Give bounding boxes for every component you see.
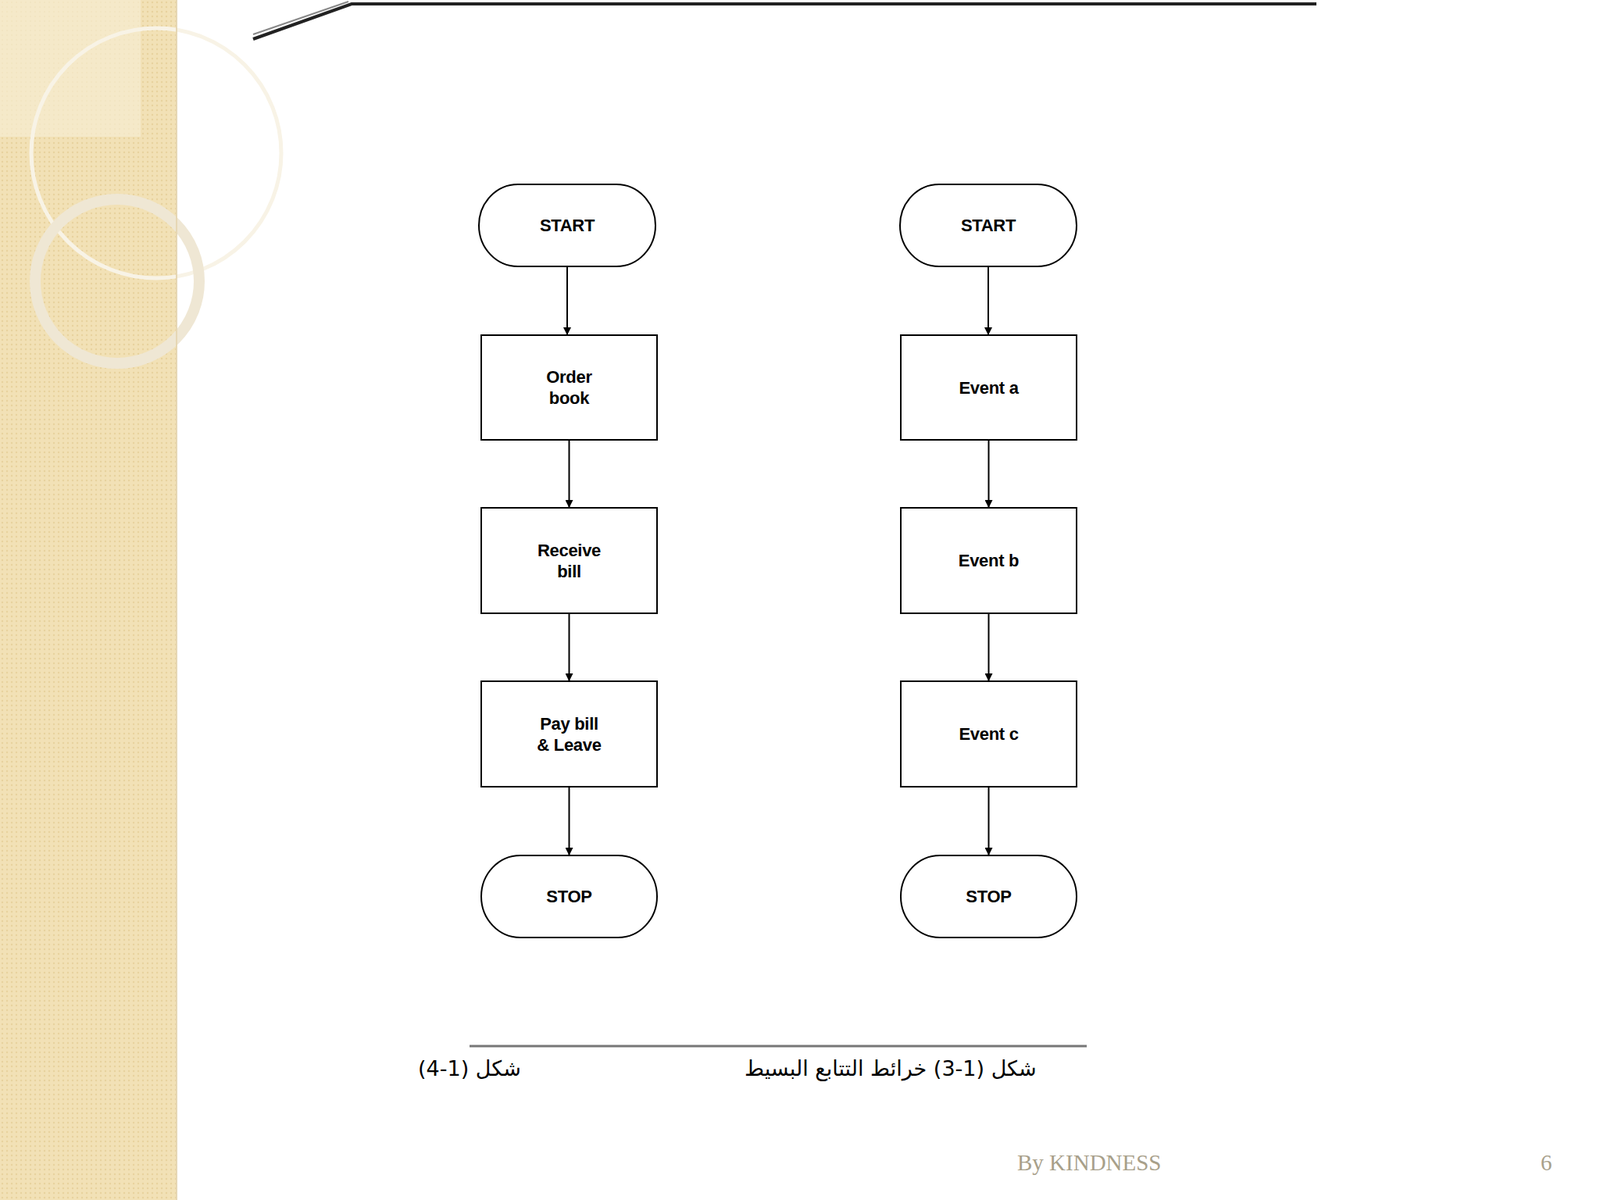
process-box: Event a	[900, 334, 1078, 441]
node-text: STOP	[965, 885, 1011, 908]
author-footer: By KINDNESS	[1017, 1150, 1162, 1176]
flow-arrow	[568, 614, 571, 681]
process-box: Pay bill & Leave	[480, 680, 658, 788]
page-number: 6	[1540, 1150, 1553, 1176]
terminal-oval: STOP	[900, 854, 1078, 939]
node-text: Event a	[958, 377, 1018, 399]
flow-arrow	[566, 267, 568, 335]
node-text: START	[539, 214, 595, 236]
flow-arrow	[988, 787, 990, 855]
node-text: Receive bill	[534, 539, 605, 583]
terminal-oval: STOP	[480, 854, 658, 939]
flow-arrow	[987, 267, 990, 335]
caption-rule	[469, 1045, 1087, 1048]
process-box: Event c	[900, 680, 1078, 788]
node-text: Event c	[958, 723, 1018, 745]
side-strip	[0, 0, 177, 1200]
node-text: Event b	[958, 550, 1019, 572]
process-box: Order book	[480, 334, 658, 441]
deco-ring	[35, 199, 200, 364]
terminal-oval: START	[899, 183, 1078, 268]
node-text: Pay bill & Leave	[534, 713, 605, 756]
flow-arrow	[568, 440, 571, 508]
figure-caption: شكل (1-4)	[417, 1056, 522, 1081]
title-rule	[253, 3, 1317, 40]
node-text: START	[960, 214, 1016, 236]
process-box: Receive bill	[480, 507, 658, 615]
flow-arrow	[988, 614, 990, 681]
title-rule	[253, 1, 349, 35]
strip-edge	[175, 0, 178, 1200]
figure-caption: شكل (1-3) خرائط التتابع البسيط	[744, 1056, 1037, 1081]
flow-arrow	[568, 787, 571, 855]
terminal-oval: START	[478, 183, 657, 268]
deco-ring	[31, 28, 282, 279]
node-text: STOP	[546, 885, 592, 908]
node-text: Order book	[534, 366, 605, 409]
flow-arrow	[988, 440, 990, 508]
side-panel	[0, 0, 141, 137]
process-box: Event b	[900, 507, 1078, 615]
